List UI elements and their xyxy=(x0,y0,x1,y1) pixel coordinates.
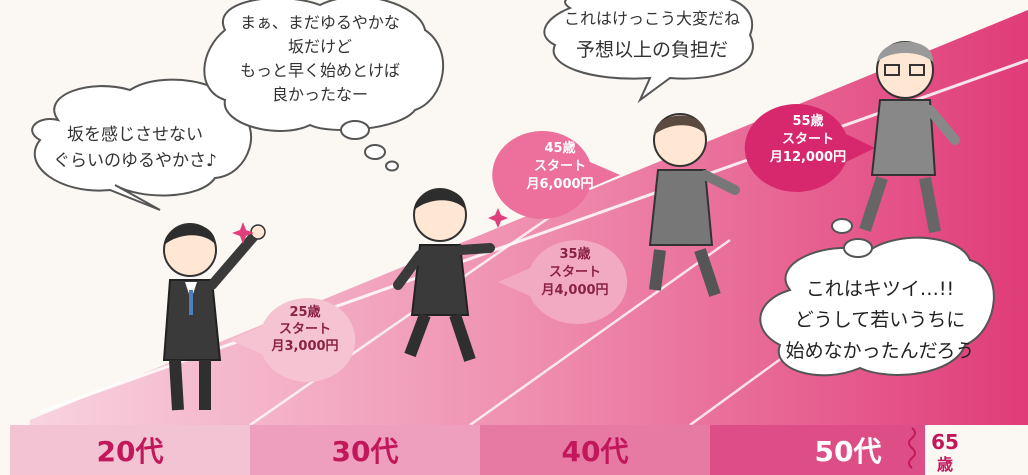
tag-45-amount: 月6,000円 xyxy=(525,177,593,192)
tag-45-start: スタート xyxy=(534,159,586,174)
bubble-30s-line-4: 良かったなー xyxy=(272,85,368,104)
bubble-30s-line-2: 坂だけど xyxy=(288,37,352,56)
person-50s xyxy=(859,41,960,234)
tag-35-amount: 月4,000円 xyxy=(540,283,608,298)
thought-bubble-30s-shape xyxy=(203,0,444,132)
person-40s xyxy=(648,113,740,297)
tag-25-amount: 月3,000円 xyxy=(270,339,338,354)
thought-dot xyxy=(340,120,370,140)
speech-bubble-20s-shape xyxy=(31,78,253,211)
thought-dot xyxy=(364,144,386,160)
slope-stripe xyxy=(469,238,731,427)
bubble-40s-line-1: これはけっこう大変だね xyxy=(564,9,740,28)
slope-stripe xyxy=(249,208,561,427)
tag-25-age: 25歳 xyxy=(289,304,320,320)
sparkle-icon xyxy=(232,222,254,244)
era-label-40s: 40代 xyxy=(562,435,629,468)
era-label-50s: 50代 xyxy=(815,435,882,468)
speech-bubble-40s-shape xyxy=(543,0,754,104)
era-band-20s xyxy=(10,425,250,475)
wavy-break-icon xyxy=(908,427,916,469)
bubble-55s-line-3: 始めなかったんだろう xyxy=(786,340,975,362)
sparkle-icon xyxy=(488,208,508,228)
price-tag-25-shape xyxy=(230,298,356,382)
tag-25-start: スタート xyxy=(279,322,331,337)
era-label-30s: 30代 xyxy=(332,435,399,468)
bubble-55s-line-2: どうして若いうちに xyxy=(795,309,965,331)
price-tag-35-shape xyxy=(498,239,628,325)
bubble-30s-line-1: まぁ、まだゆるやかな xyxy=(240,13,400,32)
person-20s xyxy=(162,223,266,411)
person-30s xyxy=(393,188,495,362)
tag-55-start: スタート xyxy=(782,132,834,147)
price-tag-55-shape xyxy=(744,103,875,193)
bubble-30s-line-3: もっと早く始めとけば xyxy=(240,61,400,80)
bubble-55s-line-1: これはキツイ…!! xyxy=(806,278,954,300)
era-label-20s: 20代 xyxy=(97,435,164,468)
era-band-30s xyxy=(250,425,480,475)
thought-dot xyxy=(385,160,399,172)
tag-35-start: スタート xyxy=(549,265,601,280)
era-band-40s xyxy=(480,425,710,475)
thought-dot xyxy=(843,238,873,258)
bubble-20s-line-2: ぐらいのゆるやかさ♪ xyxy=(53,151,217,171)
bubble-40s-line-2: 予想以上の負担だ xyxy=(576,39,728,61)
era-band-50s xyxy=(710,425,925,475)
tag-35-age: 35歳 xyxy=(559,246,590,262)
tag-55-age: 55歳 xyxy=(792,113,823,129)
bubble-20s-line-1: 坂を感じさせない xyxy=(67,125,203,145)
age-65-number: 65 xyxy=(931,430,959,454)
tag-55-amount: 月12,000円 xyxy=(769,150,846,165)
price-tag-45-shape xyxy=(492,131,620,219)
tag-45-age: 45歳 xyxy=(544,140,575,156)
age-65-unit: 歳 xyxy=(937,455,953,474)
thought-dot xyxy=(831,218,853,234)
